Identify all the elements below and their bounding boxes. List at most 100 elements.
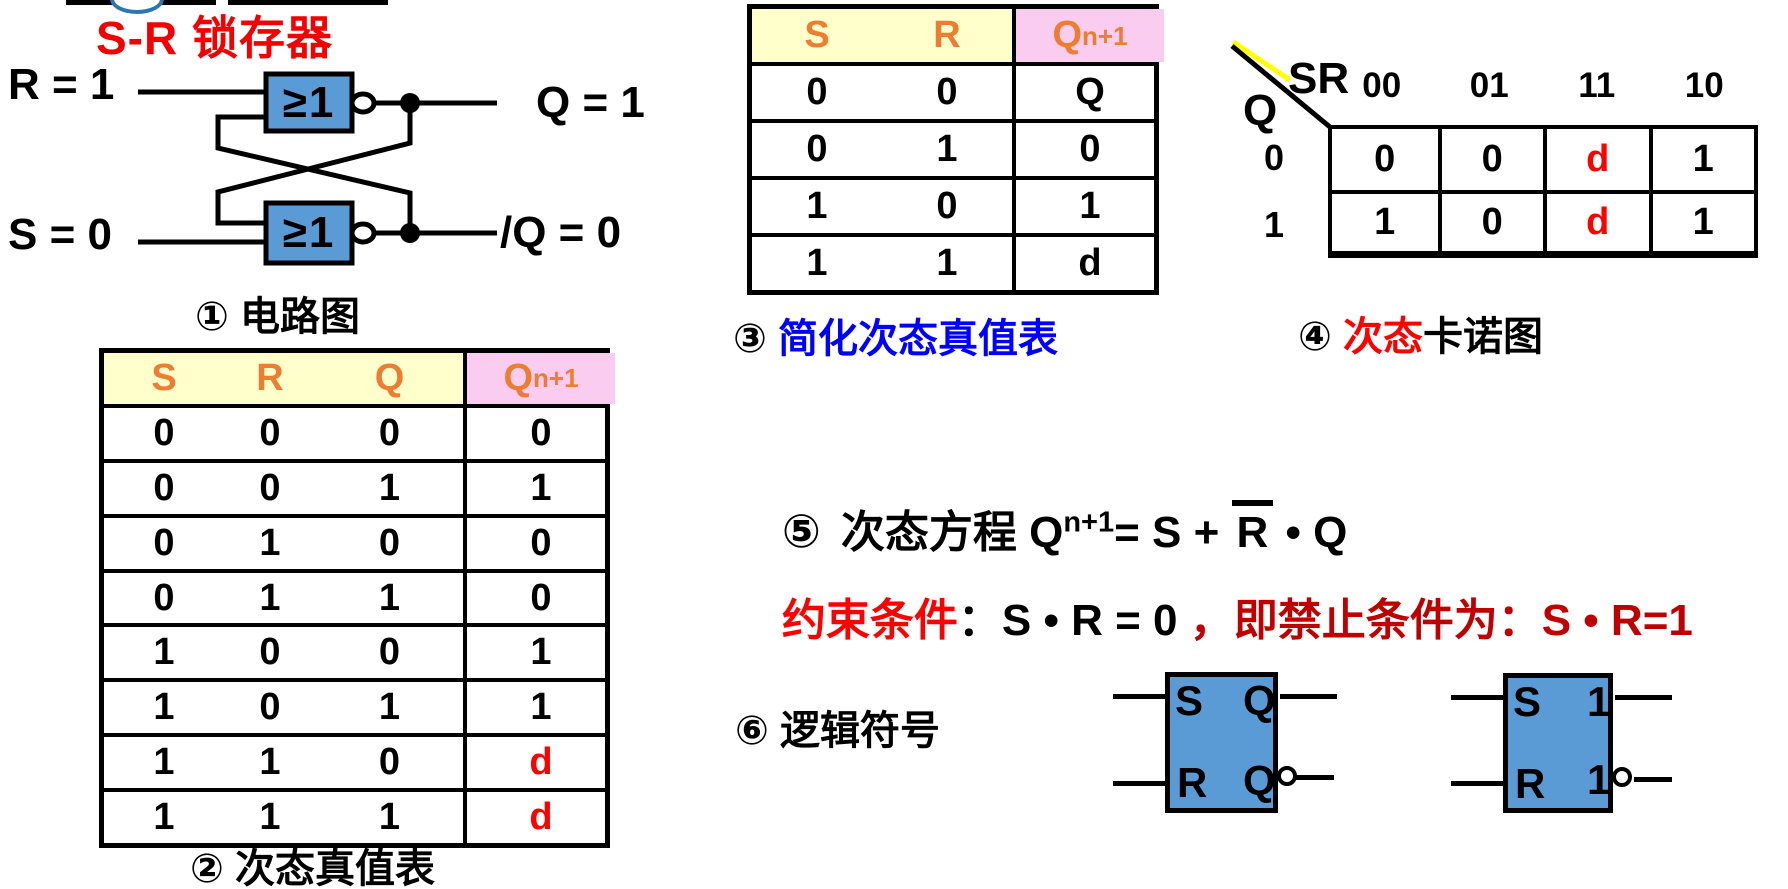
table-cell: 0	[259, 466, 281, 509]
kmap-cell: d	[1543, 190, 1649, 251]
table-cell: 0	[153, 576, 175, 619]
column-header: R	[882, 9, 1012, 62]
equation-lhs-superscript: n+1	[1063, 506, 1115, 539]
kmap-column-header: 11	[1578, 66, 1616, 105]
caption-number: ③	[733, 317, 778, 361]
kmap-column-headers: 00 01 11 10	[1328, 66, 1758, 106]
constraint-condition-line: 约束条件：S • R = 0 ，即禁止条件为：S • R=1	[733, 534, 1693, 698]
page-title: S-R 锁存器	[96, 12, 333, 64]
table-cell: 0	[378, 741, 401, 784]
table-cell: 1	[259, 796, 281, 839]
inversion-bubble-bottom	[349, 221, 377, 245]
latch1-r-input-wire	[1113, 781, 1165, 786]
caption-text-red: 次态	[1342, 315, 1423, 359]
latch1-q-pin-label: Q	[1243, 677, 1276, 724]
q-output-label: Q = 1	[536, 78, 645, 127]
table-cell: 0	[153, 411, 175, 454]
junction-dot-top	[400, 93, 420, 113]
latch1-qbar-output-wire	[1296, 775, 1334, 780]
latch2-qbar-pin-label: 1	[1587, 756, 1611, 803]
table-cell: 0	[463, 517, 615, 569]
table-cell: d	[463, 737, 615, 789]
table-cell: 1	[936, 128, 958, 170]
nor-gate-top	[263, 71, 355, 134]
column-header: R	[224, 353, 316, 404]
cross-wire-bottom-to-top	[215, 114, 413, 233]
table-cell: d	[463, 792, 615, 844]
cropped-artifact-bar	[228, 0, 388, 5]
table-cell: 1	[153, 796, 175, 839]
table-cell: 0	[259, 411, 281, 454]
forbidden-condition: ，即禁止条件为：S • R=1	[1189, 596, 1693, 645]
kmap-cell: 1	[1648, 190, 1754, 251]
nor-gate-bottom-label: ≥1	[282, 208, 336, 257]
inversion-bubble-top	[349, 91, 377, 115]
latch1-qbar-pin-label: Q	[1243, 757, 1276, 804]
kmap-column-header: 10	[1684, 66, 1724, 105]
kmap-cell: 0	[1437, 129, 1544, 190]
column-header: Q	[316, 353, 463, 404]
kmap-column-header: 01	[1469, 66, 1509, 105]
latch2-qbar-output-wire	[1634, 777, 1672, 782]
latch1-s-pin-label: S	[1175, 677, 1204, 724]
latch2-inversion-bubble	[1612, 767, 1632, 787]
latch2-s-input-wire	[1451, 695, 1503, 700]
table-cell: 0	[806, 71, 828, 113]
kmap-col-variable: SR	[1288, 54, 1350, 103]
constraint-label: 约束条件	[781, 596, 958, 645]
table-cell: 0	[153, 466, 175, 509]
caption-number: ④	[1298, 315, 1343, 359]
kmap-row-label: 0	[1263, 137, 1285, 179]
latch2-s-pin-label: S	[1513, 678, 1542, 725]
latch2-q-pin-label: 1	[1587, 678, 1611, 725]
table-cell: 0	[1012, 123, 1164, 176]
equation-number: ⑤	[781, 505, 821, 557]
kmap-caption: ④ 次态卡诺图	[1298, 304, 1543, 362]
kmap-corner-diagonal	[1230, 39, 1332, 129]
kmap-column-header: 00	[1362, 66, 1402, 105]
table-cell: 0	[463, 572, 615, 624]
table-cell: 1	[259, 741, 281, 784]
table-cell: 1	[259, 521, 281, 564]
kmap-row-variable: Q	[1243, 86, 1278, 135]
table-cell: 0	[936, 71, 958, 113]
table-cell: 1	[378, 686, 401, 729]
table-cell: 1	[378, 576, 401, 619]
table-cell: 1	[806, 185, 828, 227]
caption-text: 简化次态真值表	[777, 317, 1058, 361]
latch1-r-pin-label: R	[1177, 759, 1208, 806]
cross-wire-top-to-bottom	[215, 103, 413, 226]
table-cell: 1	[936, 242, 958, 284]
table-cell: 0	[378, 631, 401, 674]
circuit-caption: ① 电路图	[195, 295, 360, 339]
latch1-inversion-bubble	[1277, 766, 1297, 786]
table-cell: 1	[153, 686, 175, 729]
table-cell: 1	[153, 741, 175, 784]
logic-symbols-caption: ⑥ 逻辑符号	[735, 709, 940, 753]
kmap-cell: d	[1543, 129, 1649, 190]
equation-rhs-left: = S +	[1114, 508, 1232, 557]
latch2-r-pin-label: R	[1515, 760, 1546, 807]
constraint-equation: ：S • R = 0	[957, 596, 1190, 645]
r-input-label: R = 1	[8, 60, 115, 109]
table-cell: 1	[378, 796, 401, 839]
equation-rhs-right: • Q	[1273, 508, 1348, 557]
table-cell: d	[1012, 237, 1164, 290]
table-cell: 0	[936, 185, 958, 227]
table-cell: 1	[463, 462, 615, 514]
equation-not-r-term: R	[1231, 500, 1274, 558]
sr-latch-circuit-diagram	[138, 71, 497, 266]
